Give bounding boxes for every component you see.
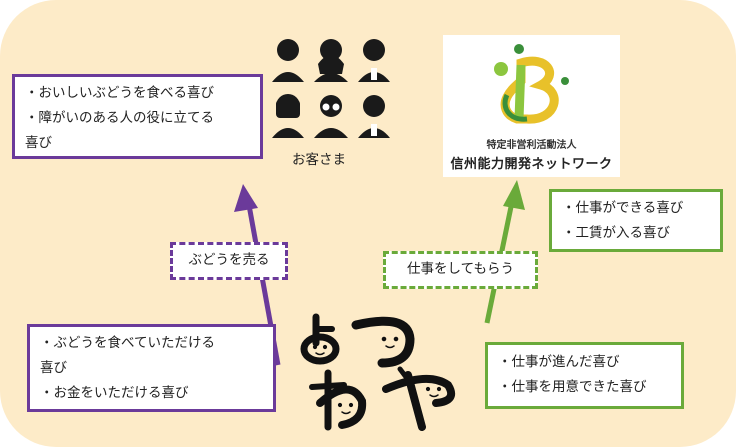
yotsuya-customer-joy-line-3: ・お金をいただける喜び [40, 385, 189, 401]
yotsuya-customer-joy-line-2: 喜び [40, 360, 67, 376]
yotsuya-char-tsu [351, 316, 415, 368]
yotsuya-customer-joy-line-1: ・ぶどうを食べていただける [40, 335, 215, 351]
customer-joy-line-1: ・おいしいぶどうを食べる喜び [25, 85, 214, 101]
customers-icon-group [272, 39, 390, 138]
yotsuya-char-ya [382, 366, 455, 431]
npo-logo-panel: 特定非営利活動法人 信州能力開発ネットワーク [443, 35, 620, 177]
npo-logo-icon [494, 44, 569, 124]
person-icon [358, 39, 390, 82]
npo-subtitle: 特定非営利活動法人 [486, 140, 577, 151]
customer-joy-line-3: 喜び [25, 135, 52, 151]
npo-joys-box: ・仕事ができる喜び ・工賃が入る喜び [549, 189, 723, 252]
yotsuya-char-yo [300, 313, 340, 365]
yotsuya-npo-joy-line-2: ・仕事を用意できた喜び [498, 379, 647, 395]
npo-joy-line-2: ・工賃が入る喜び [562, 225, 670, 241]
yotsuya-logo [300, 313, 455, 431]
customer-joy-line-2: ・障がいのある人の役に立てる [25, 110, 214, 126]
person-icon [272, 94, 304, 138]
npo-joy-line-1: ・仕事ができる喜び [562, 200, 684, 216]
label-sell-grapes: ぶどうを売る [170, 242, 288, 280]
person-icon [358, 95, 390, 138]
label-get-work-done: 仕事をしてもらう [383, 251, 538, 289]
yotsuya-npo-joy-line-1: ・仕事が進んだ喜び [498, 354, 620, 370]
customer-joys-box: ・おいしいぶどうを食べる喜び ・障がいのある人の役に立てる 喜び [12, 74, 263, 159]
person-icon [314, 95, 348, 138]
yotsuya-npo-joys-box: ・仕事が進んだ喜び ・仕事を用意できた喜び [485, 342, 684, 409]
yotsuya-customer-joys-box: ・ぶどうを食べていただける 喜び ・お金をいただける喜び [27, 324, 276, 412]
customer-label: お客さま [292, 152, 346, 168]
npo-name: 信州能力開発ネットワーク [450, 157, 613, 172]
yotsuya-char-wa [309, 369, 367, 431]
person-icon [272, 39, 304, 82]
person-icon [314, 39, 348, 82]
